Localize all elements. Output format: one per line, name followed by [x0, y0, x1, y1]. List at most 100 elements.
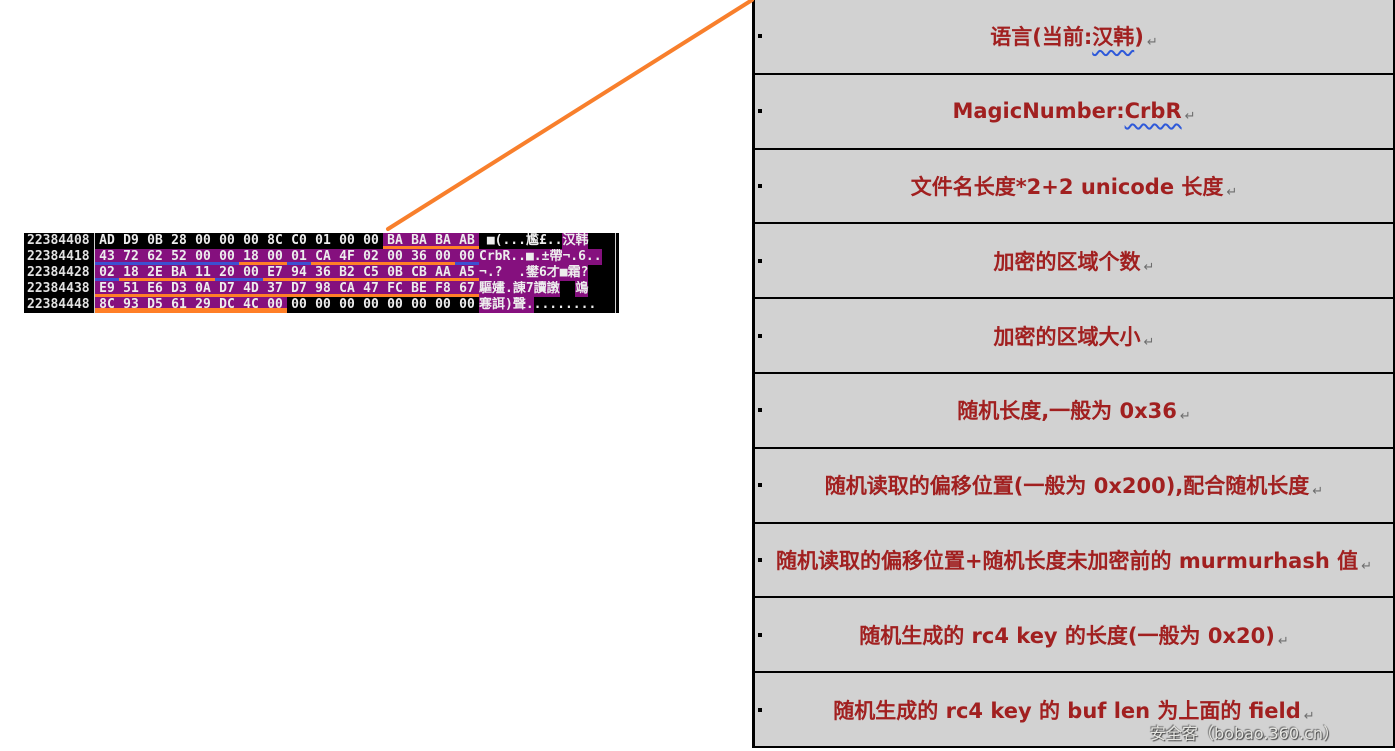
hex-address: 22384428	[24, 265, 95, 281]
hex-byte: 28	[167, 233, 191, 249]
hex-byte: E6	[143, 281, 167, 297]
paragraph-mark-icon: ↵	[1312, 484, 1324, 500]
hex-byte: B2	[335, 265, 359, 281]
hex-address: 22384418	[24, 249, 95, 265]
annotation-text-segment: MagicNumber:	[952, 99, 1125, 124]
hex-byte: 00	[431, 249, 455, 265]
hex-address: 22384448	[24, 297, 95, 313]
hex-byte: DC	[215, 297, 239, 313]
row-bullet-icon	[758, 557, 762, 562]
annotation-row: 随机读取的偏移位置(一般为 0x200),配合随机长度↵	[755, 449, 1393, 524]
hex-byte: 20	[215, 265, 239, 281]
annotation-row: 随机生成的 rc4 key 的长度(一般为 0x20)↵	[755, 598, 1393, 674]
hex-byte: 01	[287, 249, 311, 265]
hex-ascii-column: ¬.? .鐢6才■霜?	[479, 265, 616, 281]
hex-byte: AD	[95, 233, 119, 249]
annotation-text: MagicNumber:CrbR↵	[952, 99, 1196, 125]
paragraph-mark-icon: ↵	[1143, 334, 1155, 350]
hex-byte: 0B	[143, 233, 167, 249]
paragraph-mark-icon: ↵	[1361, 558, 1373, 574]
hex-byte: 18	[239, 249, 263, 265]
annotation-row: MagicNumber:CrbR↵	[755, 75, 1393, 150]
row-bullet-icon	[758, 109, 762, 114]
annotation-text: 加密的区域大小↵	[994, 321, 1155, 351]
hex-byte: D5	[143, 297, 167, 313]
hex-byte: 0B	[383, 265, 407, 281]
hex-byte: D9	[119, 233, 143, 249]
hex-byte: 0A	[191, 281, 215, 297]
hex-byte: 62	[143, 249, 167, 265]
hex-byte: C0	[287, 233, 311, 249]
hex-byte: 00	[191, 249, 215, 265]
hex-ascii-segment: 寋誀)聲.	[479, 297, 534, 313]
hex-byte: 11	[191, 265, 215, 281]
annotation-text: 随机长度,一般为 0x36↵	[957, 395, 1191, 425]
hex-byte: 61	[167, 297, 191, 313]
annotation-text: 语言(当前:汉韩)↵	[990, 21, 1158, 51]
annotation-text-segment: 文件名长度*2+2 unicode 长度	[910, 174, 1224, 199]
paragraph-mark-icon: ↵	[1226, 184, 1238, 200]
annotation-text-segment: 加密的区域个数	[993, 249, 1141, 274]
hex-ascii-column: CrbR..■.±帶¬.6..	[479, 249, 616, 265]
hex-address: 22384438	[24, 281, 95, 297]
annotation-text-segment: 加密的区域大小	[993, 324, 1141, 349]
hex-byte: BE	[407, 281, 431, 297]
hex-byte: 36	[311, 265, 335, 281]
hex-byte: AA	[431, 265, 455, 281]
hex-byte: D3	[167, 281, 191, 297]
row-bullet-icon	[758, 333, 762, 338]
paragraph-mark-icon: ↵	[1179, 409, 1191, 425]
annotation-row: 文件名长度*2+2 unicode 长度↵	[755, 150, 1393, 225]
row-bullet-icon	[758, 707, 762, 712]
hex-byte: A5	[455, 265, 479, 281]
hex-byte: 00	[263, 297, 287, 313]
annotation-row: 语言(当前:汉韩)↵	[755, 0, 1393, 75]
paragraph-mark-icon: ↵	[1277, 633, 1289, 649]
hex-byte: CA	[335, 281, 359, 297]
hex-ascii-segment: CrbR..■.±帶¬.6..	[479, 249, 602, 265]
annotation-text: 文件名长度*2+2 unicode 长度↵	[911, 171, 1238, 201]
hex-byte: BA	[431, 233, 455, 249]
annotation-text-segment: 随机读取的偏移位置(一般为 0x200),配合随机长度	[824, 474, 1310, 499]
hex-byte: 8C	[95, 297, 119, 313]
annotation-row: 随机生成的 rc4 key 的 buf len 为上面的 field↵	[755, 673, 1393, 746]
row-bullet-icon	[758, 34, 762, 39]
hex-ascii-segment: 驅嫿.諌7讀譈	[479, 281, 560, 297]
hex-byte: 8C	[263, 233, 287, 249]
hex-byte: F8	[431, 281, 455, 297]
hex-ascii-segment	[559, 281, 576, 297]
hex-byte: D7	[287, 281, 311, 297]
hex-byte: 00	[263, 249, 287, 265]
annotation-text-segment: 随机生成的 rc4 key 的 buf len 为上面的 field	[833, 698, 1301, 723]
paragraph-mark-icon: ↵	[1146, 35, 1158, 51]
annotation-text-segment: 语言(当前:	[990, 25, 1093, 50]
annotation-text-segment: 随机读取的偏移位置+随机长度未加密前的 murmurhash 值	[775, 548, 1359, 573]
annotation-text: 加密的区域个数↵	[994, 246, 1155, 276]
hex-byte: 00	[455, 297, 479, 313]
hex-byte: 00	[431, 297, 455, 313]
hex-ascii-column: 寋誀)聲.........	[479, 297, 616, 313]
hex-byte: 00	[239, 265, 263, 281]
paragraph-mark-icon: ↵	[1184, 109, 1196, 125]
hex-byte: 2E	[143, 265, 167, 281]
hex-byte: 4D	[239, 281, 263, 297]
hex-ascii-column: 驅嫿.諌7讀譈 鴗	[479, 281, 616, 297]
hex-byte: 51	[119, 281, 143, 297]
hex-byte: 00	[455, 249, 479, 265]
hex-byte: 00	[335, 297, 359, 313]
